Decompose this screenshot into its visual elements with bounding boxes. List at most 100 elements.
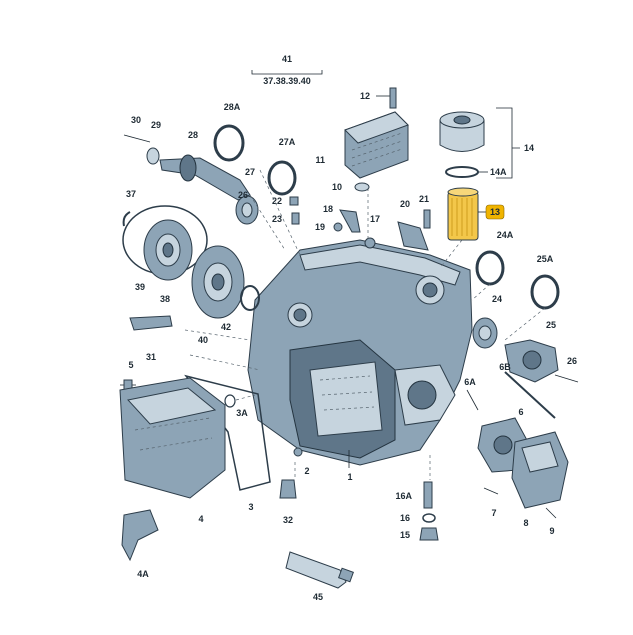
svg-text:19: 19 <box>315 222 325 232</box>
svg-text:6A: 6A <box>464 377 476 387</box>
part-19-bolt: 19 <box>315 222 343 232</box>
part-26-bolt: 26 <box>554 356 579 383</box>
part-14a-o-ring: 14A <box>445 166 507 178</box>
part-4-oil-pan: 4 <box>119 377 226 524</box>
part-2-plug: 2 <box>293 447 310 476</box>
part-38-clutch-disc: 38 <box>143 219 193 304</box>
svg-text:22: 22 <box>272 196 282 206</box>
part-16a-drain-tube: 16A <box>395 481 433 509</box>
svg-text:31: 31 <box>146 352 156 362</box>
part-15-drain-plug: 15 <box>400 527 439 541</box>
part-8-cover: 8 <box>511 431 569 528</box>
part-29-ring: 29 <box>146 120 161 165</box>
svg-text:15: 15 <box>400 530 410 540</box>
part-25-flange: 25 <box>504 320 559 383</box>
svg-text:9: 9 <box>549 526 554 536</box>
part-28-shaft: 28 <box>159 130 251 201</box>
part-13-oil-filter: 13 <box>447 187 505 241</box>
svg-text:37: 37 <box>126 189 136 199</box>
svg-text:4A: 4A <box>137 569 149 579</box>
svg-text:26: 26 <box>238 190 248 200</box>
svg-text:27: 27 <box>245 167 255 177</box>
part-4a-bracket: 4A <box>121 509 159 579</box>
svg-text:30: 30 <box>131 115 141 125</box>
svg-text:16A: 16A <box>395 491 412 501</box>
part-26-label-top: 26 <box>238 190 248 200</box>
svg-text:24: 24 <box>492 294 502 304</box>
part-32-filter-plug: 32 <box>279 479 297 525</box>
part-22-plug: 22 <box>272 196 299 206</box>
part-31-sensor: 31 <box>129 315 173 362</box>
svg-text:38: 38 <box>160 294 170 304</box>
svg-text:20: 20 <box>400 199 410 209</box>
svg-text:28A: 28A <box>224 102 241 112</box>
assembly-guide-lines <box>184 169 546 480</box>
part-13-highlight-badge <box>485 204 505 220</box>
part-27-seal: 27 <box>235 167 259 225</box>
svg-text:3: 3 <box>248 502 253 512</box>
svg-text:10: 10 <box>332 182 342 192</box>
part-6b-shaft: 6B <box>499 362 556 419</box>
part-45-sealant-tube: 45 <box>285 551 354 602</box>
svg-text:32: 32 <box>283 515 293 525</box>
svg-text:5: 5 <box>128 360 133 370</box>
svg-text:6B: 6B <box>499 362 511 372</box>
svg-text:18: 18 <box>323 204 333 214</box>
svg-text:3A: 3A <box>236 408 248 418</box>
svg-text:37.38.39.40: 37.38.39.40 <box>263 76 311 86</box>
part-20-bracket: 20 <box>397 199 429 251</box>
svg-text:11: 11 <box>315 155 325 165</box>
part-10-o-ring: 10 <box>332 182 370 192</box>
part-24-seal: 24 <box>472 294 502 349</box>
part-25a-ring: 25A <box>530 254 560 310</box>
svg-text:17: 17 <box>370 214 380 224</box>
part-6a-bolt: 6A <box>464 377 479 411</box>
svg-text:29: 29 <box>151 120 161 130</box>
part-40-drum: 40 <box>191 245 245 345</box>
part-21-bolt: 21 <box>419 194 431 229</box>
part-9-bolt: 9 <box>545 507 557 536</box>
svg-text:8: 8 <box>523 518 528 528</box>
part-14-filter-housing: 14 <box>439 107 534 179</box>
svg-text:26: 26 <box>567 356 577 366</box>
part-11-oil-cooler: 11 <box>315 111 409 179</box>
part-24a-ring: 24A <box>475 230 514 286</box>
svg-text:45: 45 <box>313 592 323 602</box>
part-16-seal: 16 <box>400 513 436 523</box>
part-30-bolt: 30 <box>123 115 151 143</box>
transmission-housing <box>247 239 473 466</box>
svg-text:27A: 27A <box>279 137 296 147</box>
part-1-label: 1 <box>347 450 353 482</box>
svg-text:41: 41 <box>282 54 292 64</box>
part-37-circlip: 37 <box>122 189 136 227</box>
part-27a-seal-ring: 27A <box>267 137 297 196</box>
part-17-sensor: 17 <box>364 214 380 249</box>
part-42-ring: 42 <box>221 285 260 332</box>
part-3a-gasket-ring: 3A <box>224 394 248 418</box>
svg-text:12: 12 <box>360 91 370 101</box>
svg-text:24A: 24A <box>497 230 514 240</box>
svg-text:14A: 14A <box>490 167 507 177</box>
part-18-bracket: 18 <box>323 204 361 233</box>
svg-text:42: 42 <box>221 322 231 332</box>
svg-text:16: 16 <box>400 513 410 523</box>
svg-text:1: 1 <box>347 472 352 482</box>
svg-text:7: 7 <box>491 508 496 518</box>
svg-text:25: 25 <box>546 320 556 330</box>
part-28a-seal-ring: 28A <box>213 102 245 162</box>
part-7-bolt: 7 <box>483 487 499 518</box>
svg-text:13: 13 <box>490 207 500 217</box>
svg-text:6: 6 <box>518 407 523 417</box>
part-23-pin: 23 <box>272 212 300 225</box>
svg-text:4: 4 <box>198 514 203 524</box>
svg-text:40: 40 <box>198 335 208 345</box>
svg-text:2: 2 <box>304 466 309 476</box>
part-12-bolt: 12 <box>360 87 397 109</box>
part-5-bolt: 5 <box>120 360 136 391</box>
svg-text:39: 39 <box>135 282 145 292</box>
svg-text:25A: 25A <box>537 254 554 264</box>
svg-text:23: 23 <box>272 214 282 224</box>
svg-text:28: 28 <box>188 130 198 140</box>
